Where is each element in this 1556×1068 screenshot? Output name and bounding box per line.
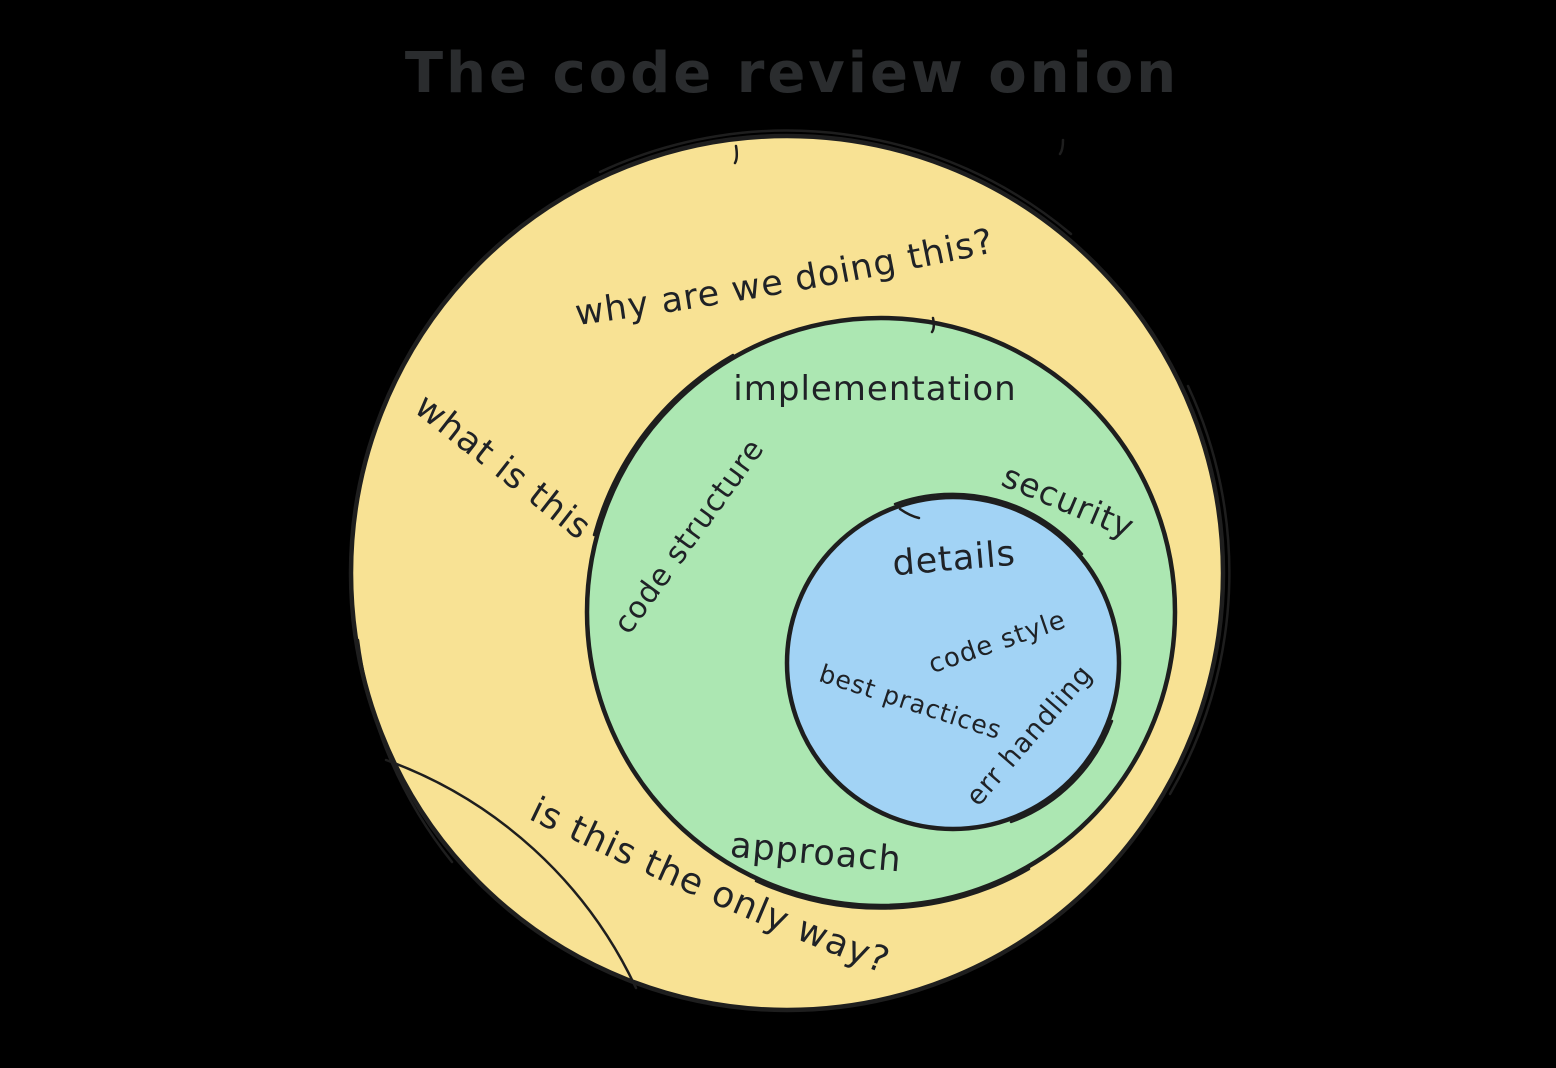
pen-tick-3 — [930, 316, 936, 334]
inner-sketch-bottom — [1009, 719, 1114, 824]
pen-tick-4 — [898, 507, 921, 520]
inner-sketch-top — [893, 492, 1084, 556]
outer-sketch-bottom-left — [384, 758, 638, 990]
middle-label-top: implementation — [733, 369, 1016, 409]
outer-sketch-left — [356, 638, 454, 864]
outer-sketch-right — [1168, 384, 1231, 796]
pen-tick-2 — [1058, 138, 1065, 156]
inner-ring: details code style best practices err ha… — [784, 492, 1122, 832]
inner-circle — [784, 494, 1122, 832]
pen-tick-1 — [733, 144, 739, 165]
diagram-title: The code review onion — [405, 41, 1179, 106]
middle-sketch-top-left — [592, 353, 735, 537]
middle-sketch-bottom — [754, 867, 1031, 910]
outer-sketch-top — [598, 129, 1073, 236]
